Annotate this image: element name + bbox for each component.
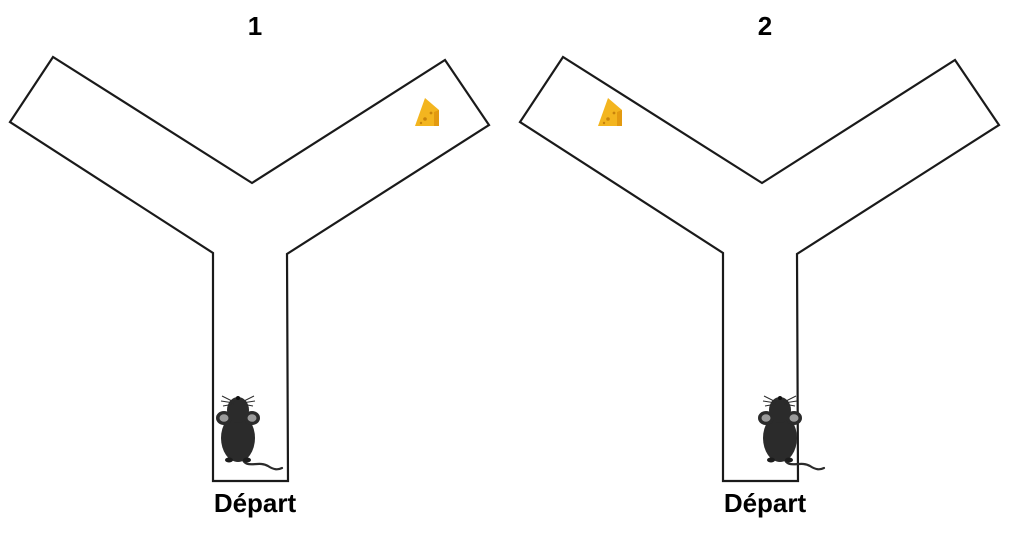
maze-panel-1: 1 Départ (8, 11, 491, 518)
cheese-icon (598, 98, 622, 126)
y-maze-outline (8, 55, 491, 483)
start-label: Départ (723, 488, 807, 518)
y-maze-outline (518, 55, 1001, 483)
y-maze-diagram (8, 55, 491, 483)
maze-panel-2: 2 Départ (510, 0, 1020, 533)
mouse-icon (216, 395, 284, 471)
panel-number: 1 (247, 11, 263, 41)
y-maze-diagram (518, 55, 1001, 483)
start-label: Départ (213, 488, 297, 518)
mouse-icon (758, 395, 826, 471)
panel-number: 2 (757, 11, 773, 41)
cheese-icon (415, 98, 439, 126)
